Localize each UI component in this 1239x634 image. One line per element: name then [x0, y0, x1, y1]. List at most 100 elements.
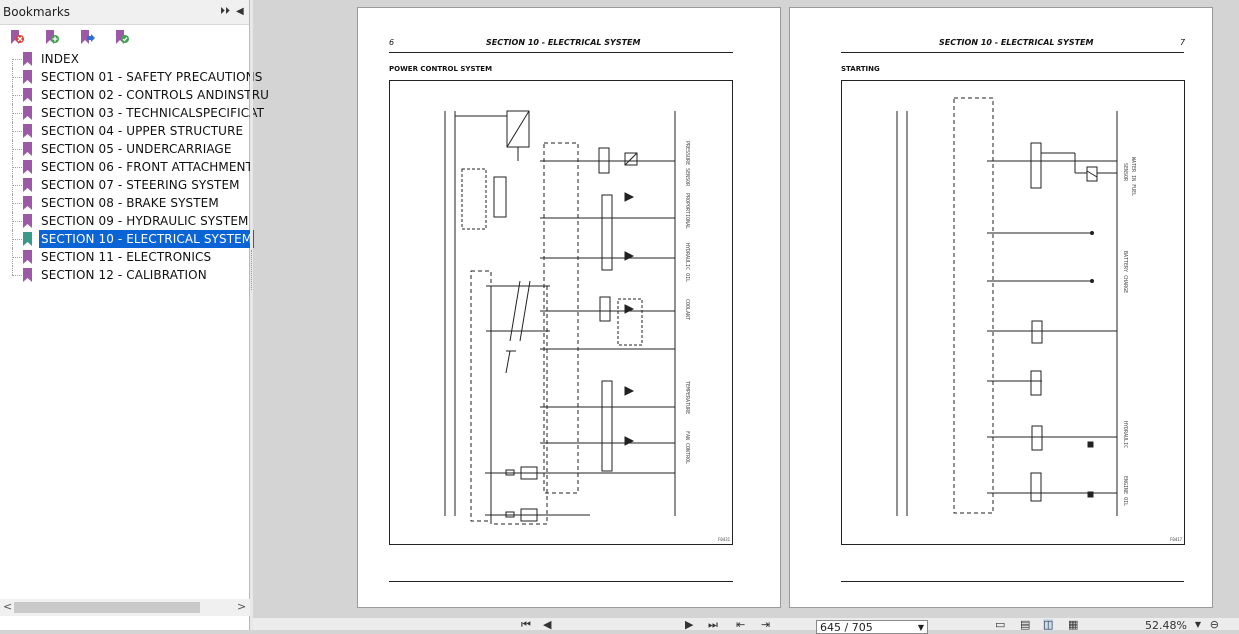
svg-text:WATER IN FUEL: WATER IN FUEL — [1130, 157, 1136, 196]
page-6: 6 SECTION 10 - ELECTRICAL SYSTEM POWER C… — [357, 7, 781, 608]
bookmark-label: SECTION 02 - CONTROLS ANDINSTRU — [41, 88, 270, 102]
svg-text:TEMPERATURE: TEMPERATURE — [684, 381, 690, 414]
bookmark-label: SECTION 08 - BRAKE SYSTEM — [41, 196, 219, 210]
svg-text:F0431: F0431 — [718, 537, 731, 542]
svg-text:COOLANT: COOLANT — [684, 299, 690, 320]
bookmark-icon — [23, 160, 32, 174]
bookmark-item[interactable]: SECTION 02 - CONTROLS ANDINSTRU — [0, 86, 269, 104]
bookmark-label: INDEX — [41, 52, 80, 66]
bookmark-icon — [23, 88, 32, 102]
bookmark-icon — [23, 106, 32, 120]
tree-line — [12, 185, 22, 186]
scroll-right-icon[interactable]: > — [237, 600, 247, 613]
page-number-value: 645 / 705 — [820, 621, 873, 634]
bookmarks-title: Bookmarks — [3, 5, 71, 19]
bookmark-item[interactable]: SECTION 09 - HYDRAULIC SYSTEM — [0, 212, 250, 230]
scroll-left-icon[interactable]: < — [3, 600, 13, 613]
svg-text:F0417: F0417 — [1170, 537, 1183, 542]
bookmark-icon — [23, 124, 32, 138]
collapse-pane-icon[interactable]: ◀ — [236, 6, 244, 17]
page-subtitle: POWER CONTROL SYSTEM — [389, 65, 493, 73]
bookmark-item[interactable]: INDEX — [0, 50, 250, 68]
single-page-view-icon[interactable]: ▭ — [995, 618, 1006, 631]
bookmark-icon — [23, 70, 32, 84]
bookmark-item[interactable]: SECTION 03 - TECHNICALSPECIFICAT — [0, 104, 264, 122]
bookmark-label: SECTION 03 - TECHNICALSPECIFICAT — [41, 106, 264, 120]
bookmark-label: SECTION 09 - HYDRAULIC SYSTEM — [41, 214, 249, 228]
delete-bookmark-icon[interactable] — [9, 29, 25, 45]
tree-line — [12, 221, 22, 222]
zoom-dropdown-icon[interactable]: ▼ — [1194, 620, 1201, 629]
two-page-view-icon[interactable]: ◫ — [1043, 618, 1054, 631]
tree-line — [12, 77, 22, 78]
bookmark-item[interactable]: SECTION 07 - STEERING SYSTEM — [0, 176, 250, 194]
tree-line — [12, 95, 22, 96]
bookmark-item[interactable]: SECTION 04 - UPPER STRUCTURE — [0, 122, 250, 140]
two-page-continuous-view-icon[interactable]: ▦ — [1068, 618, 1079, 631]
svg-text:PRESSURE SENSOR: PRESSURE SENSOR — [684, 141, 690, 187]
page-header: SECTION 10 - ELECTRICAL SYSTEM — [486, 38, 641, 47]
continuous-view-icon[interactable]: ▤ — [1020, 618, 1031, 631]
bookmarks-toolbar — [0, 25, 249, 51]
expand-bookmark-icon[interactable] — [79, 29, 95, 45]
svg-text:HYDRAULIC OIL: HYDRAULIC OIL — [684, 243, 690, 282]
splitter-grip[interactable] — [251, 250, 253, 290]
next-page-icon[interactable]: ▶ — [685, 618, 694, 631]
page-number: 7 — [1180, 38, 1186, 47]
svg-text:SENSOR: SENSOR — [1122, 163, 1128, 182]
header-rule — [389, 52, 733, 53]
zoom-level[interactable]: 52.48% — [1145, 619, 1187, 632]
svg-text:BATTERY CHARGE: BATTERY CHARGE — [1122, 251, 1128, 293]
scroll-thumb[interactable] — [14, 602, 200, 613]
tree-line — [12, 131, 22, 132]
bookmark-label: SECTION 12 - CALIBRATION — [41, 268, 207, 282]
svg-text:HYDRAULIC: HYDRAULIC — [1122, 421, 1128, 448]
wiring-diagram-starting: SENSOR WATER IN FUEL BATTERY CHARGE HYDR… — [841, 80, 1185, 545]
tree-line — [12, 149, 22, 150]
bookmark-item[interactable]: SECTION 11 - ELECTRONICS — [0, 248, 250, 266]
pane-splitter[interactable] — [250, 0, 253, 630]
bookmark-icon — [23, 250, 32, 264]
bookmark-label: SECTION 06 - FRONT ATTACHMENT — [41, 160, 254, 174]
tree-line — [12, 167, 22, 168]
bookmark-icon — [23, 232, 32, 246]
chevron-down-icon[interactable]: ▼ — [917, 623, 924, 632]
page-7: SECTION 10 - ELECTRICAL SYSTEM 7 STARTIN… — [789, 7, 1213, 608]
next-view-icon[interactable]: ⇥ — [761, 618, 771, 631]
bookmark-item[interactable]: SECTION 01 - SAFETY PRECAUTIONS — [0, 68, 262, 86]
page-number: 6 — [389, 38, 395, 47]
tree-line — [12, 203, 22, 204]
bookmark-item[interactable]: SECTION 06 - FRONT ATTACHMENT — [0, 158, 253, 176]
svg-text:ENGINE OIL: ENGINE OIL — [1122, 476, 1128, 506]
new-bookmark-icon[interactable] — [44, 29, 60, 45]
tree-line — [12, 239, 22, 240]
bookmark-icon — [23, 196, 32, 210]
bookmark-icon — [23, 214, 32, 228]
bookmark-item[interactable]: SECTION 12 - CALIBRATION — [0, 266, 250, 284]
expand-pane-icon[interactable]: ⏵⏵ — [220, 6, 230, 17]
svg-text:PROPORTIONAL: PROPORTIONAL — [684, 193, 690, 229]
page-subtitle: STARTING — [841, 65, 880, 73]
tree-line — [12, 266, 13, 275]
bookmark-label: SECTION 01 - SAFETY PRECAUTIONS — [41, 70, 263, 84]
bookmark-item[interactable]: SECTION 10 - ELECTRICAL SYSTEM — [0, 230, 255, 248]
bookmark-options-icon[interactable] — [114, 29, 130, 45]
first-page-icon[interactable]: ⏮ — [521, 618, 531, 631]
last-page-icon[interactable]: ⏭ — [708, 618, 718, 631]
bookmark-label: SECTION 07 - STEERING SYSTEM — [41, 178, 240, 192]
page-number-input[interactable]: 645 / 705 ▼ — [816, 620, 928, 634]
bookmarks-horizontal-scrollbar[interactable]: < > — [0, 599, 250, 616]
bookmark-item[interactable]: SECTION 05 - UNDERCARRIAGE — [0, 140, 250, 158]
bookmark-icon — [23, 178, 32, 192]
tree-line — [12, 59, 22, 60]
footer-rule — [389, 581, 733, 582]
bookmark-item[interactable]: SECTION 08 - BRAKE SYSTEM — [0, 194, 250, 212]
header-rule — [841, 52, 1184, 53]
page-header: SECTION 10 - ELECTRICAL SYSTEM — [939, 38, 1094, 47]
bookmarks-pane: Bookmarks ⏵⏵ ◀ INDEX SECTION 01 - SAFETY … — [0, 0, 269, 630]
tree-line — [12, 257, 22, 258]
zoom-out-icon[interactable]: ⊖ — [1209, 618, 1219, 631]
navigation-toolbar: ⏮ ◀ 645 / 705 ▼ ▶ ⏭ ⇤ ⇥ ▭ ▤ ◫ ▦ 52.48% ▼… — [253, 618, 1239, 634]
previous-view-icon[interactable]: ⇤ — [736, 618, 746, 631]
previous-page-icon[interactable]: ◀ — [543, 618, 552, 631]
